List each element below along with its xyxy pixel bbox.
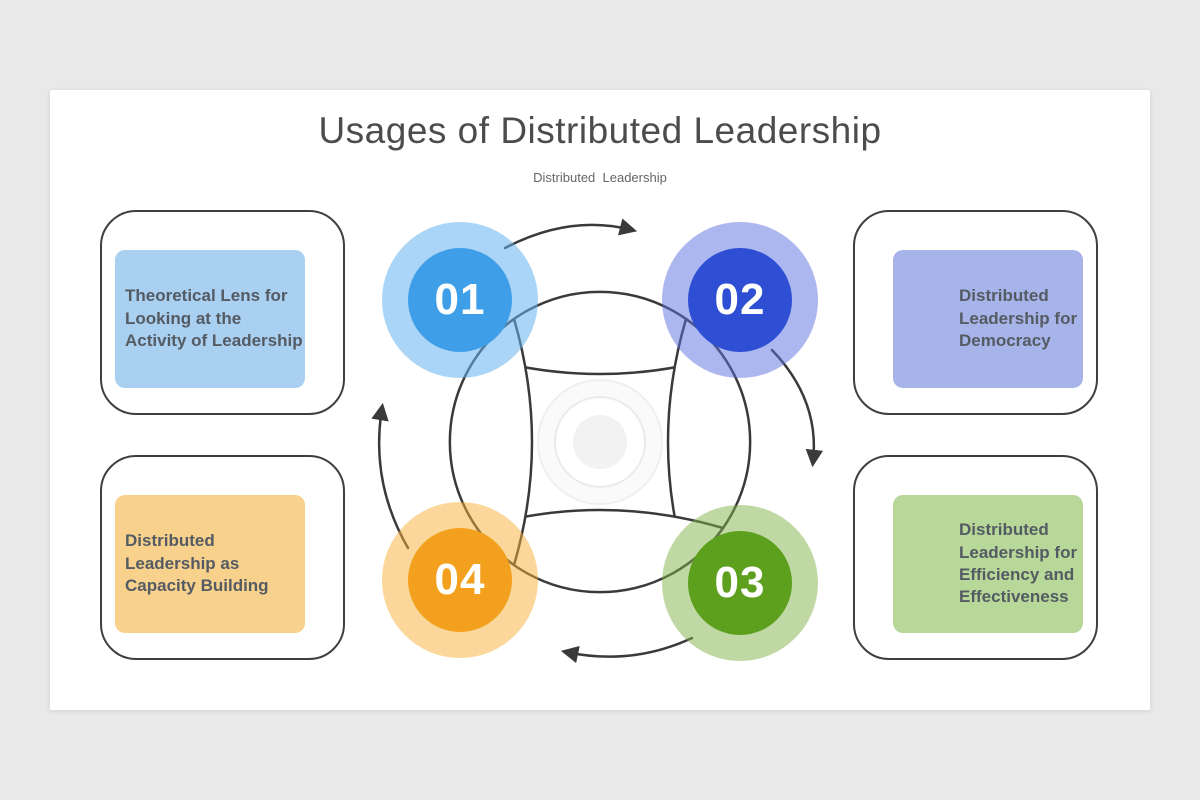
page-title: Usages of Distributed Leadership xyxy=(318,110,882,151)
page-subtitle: Distributed Leadership xyxy=(533,170,667,185)
slide: Usages of Distributed Leadership Distrib… xyxy=(50,90,1150,710)
step-number-01: 01 xyxy=(434,275,486,324)
card-theoretical-lens: Theoretical Lens for Looking at the Acti… xyxy=(100,210,345,415)
step-circle-03: 03 xyxy=(688,531,792,635)
arrow-step1-to-step2 xyxy=(503,218,638,250)
cycle-graphic xyxy=(371,218,824,664)
card-efficiency-fill: Distributed Leadership for Efficiency an… xyxy=(893,495,1083,633)
card-efficiency-text: Distributed Leadership for Efficiency an… xyxy=(959,520,1078,607)
cycle-diagram: 01 02 03 04 xyxy=(370,210,830,675)
step-circle-01: 01 xyxy=(408,248,512,352)
arrow-step4-to-step1 xyxy=(371,402,410,550)
step-number-03: 03 xyxy=(714,558,766,607)
petal-right xyxy=(666,317,752,567)
step-circle-02: 02 xyxy=(688,248,792,352)
step-number-04: 04 xyxy=(434,555,486,604)
petal-top xyxy=(475,290,725,376)
card-democracy: Distributed Leadership for Democracy xyxy=(853,210,1098,415)
petal-bottom xyxy=(475,508,725,594)
step-circle-04: 04 xyxy=(408,528,512,632)
arrow-step2-to-step3 xyxy=(770,348,824,468)
card-democracy-text: Distributed Leadership for Democracy xyxy=(959,286,1078,351)
arrow-step3-to-step4 xyxy=(560,636,694,664)
card-democracy-fill: Distributed Leadership for Democracy xyxy=(893,250,1083,388)
card-theoretical-lens-text: Theoretical Lens for Looking at the Acti… xyxy=(125,286,303,351)
card-capacity-building: Distributed Leadership as Capacity Build… xyxy=(100,455,345,660)
step-number-02: 02 xyxy=(714,275,766,324)
center-rings xyxy=(537,379,663,505)
petal-left xyxy=(448,317,534,567)
card-theoretical-lens-fill: Theoretical Lens for Looking at the Acti… xyxy=(115,250,305,388)
card-capacity-building-text: Distributed Leadership as Capacity Build… xyxy=(125,531,269,596)
card-capacity-building-fill: Distributed Leadership as Capacity Build… xyxy=(115,495,305,633)
card-efficiency: Distributed Leadership for Efficiency an… xyxy=(853,455,1098,660)
